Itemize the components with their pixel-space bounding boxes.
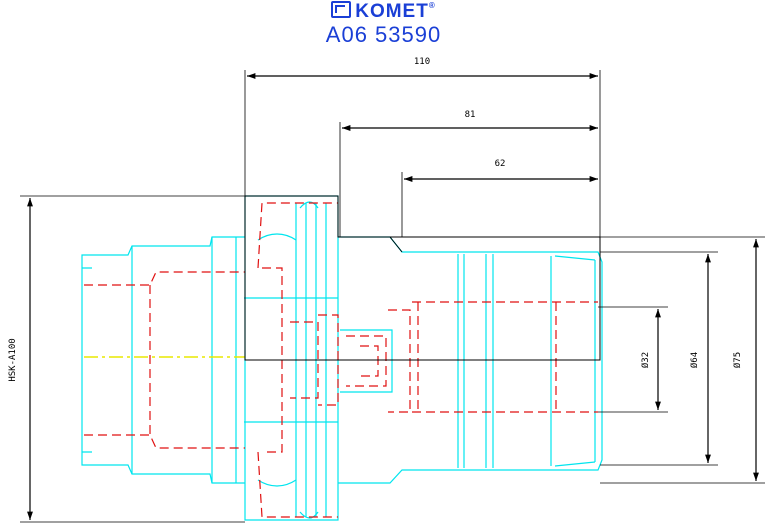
dim-hsk: HSK-A100 — [8, 338, 18, 381]
part-number: A06 53590 — [325, 22, 442, 47]
bore-hidden — [412, 301, 598, 413]
dim-81: 81 — [465, 110, 476, 120]
dim-62: 62 — [495, 159, 506, 169]
dim-d32: Ø32 — [640, 352, 651, 368]
komet-logo-icon — [331, 1, 352, 18]
section-outline — [244, 195, 601, 361]
dim-d64: Ø64 — [689, 352, 700, 368]
drawing-header: KOMET® A06 53590 — [0, 0, 767, 50]
dim-110: 110 — [414, 57, 430, 67]
tool-outline — [81, 195, 603, 521]
brand-logo: KOMET® — [0, 1, 767, 23]
hsk-shank-outline — [81, 236, 245, 484]
shank-bore-hidden — [84, 271, 245, 449]
dim-d75: Ø75 — [732, 352, 743, 368]
registered-mark: ® — [428, 1, 436, 10]
brand-name: KOMET — [355, 1, 429, 22]
